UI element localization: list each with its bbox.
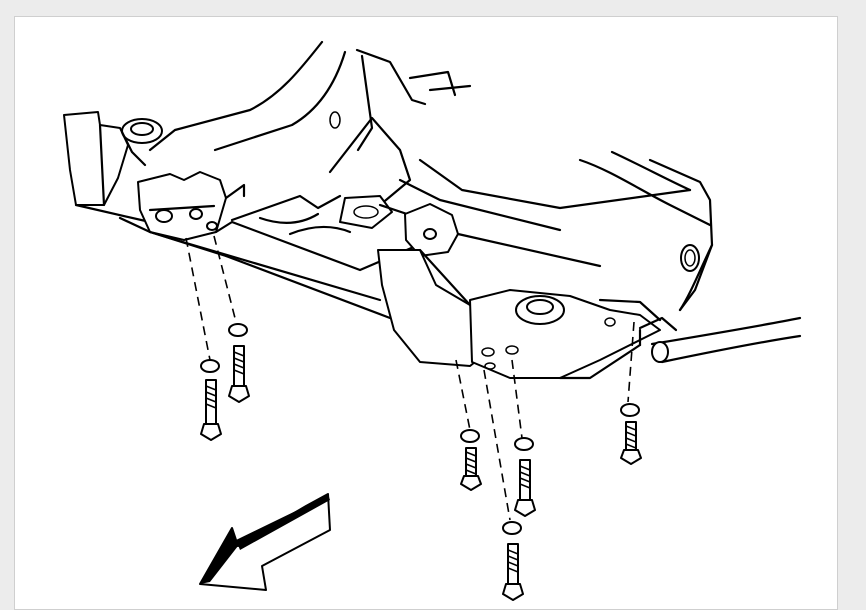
bolt-6 [620,403,642,465]
bolt-2 [228,323,250,403]
bolt-1 [200,359,222,441]
bolt-4 [514,437,536,517]
bolt-5 [502,521,524,601]
alignment-lines [185,235,635,521]
direction-arrow-icon [199,493,331,591]
crossmember [63,40,802,380]
bolt-3 [460,429,482,491]
